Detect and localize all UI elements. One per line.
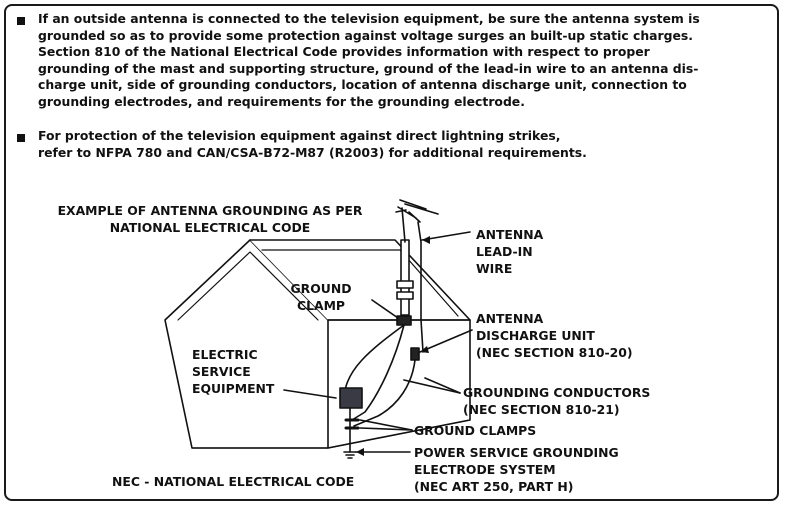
label-line: POWER SERVICE GROUNDING: [414, 445, 619, 460]
arrowhead-lead-in: [422, 236, 430, 244]
title-line: EXAMPLE OF ANTENNA GROUNDING AS PER: [57, 203, 363, 218]
label-line: ELECTRODE SYSTEM: [414, 462, 556, 477]
antenna-discharge-label: ANTENNA DISCHARGE UNIT (NEC SECTION 810-…: [476, 310, 633, 361]
mast-clamp-upper: [396, 280, 414, 289]
ground-symbol: [343, 451, 357, 459]
label-line: LEAD-IN: [476, 244, 533, 259]
house-front-wall: [164, 239, 329, 449]
ground-clamps-label: GROUND CLAMPS: [414, 423, 537, 438]
leader-ground-clamp: [371, 299, 399, 319]
paragraph-line: grounding of the mast and supporting str…: [38, 60, 699, 76]
grounding-notice-paragraph: If an outside antenna is connected to th…: [38, 11, 700, 111]
paragraph-line: If an outside antenna is connected to th…: [38, 11, 700, 26]
leader-conductors-2: [424, 377, 461, 394]
power-service-label: POWER SERVICE GROUNDING ELECTRODE SYSTEM…: [414, 444, 619, 495]
notice-frame: [4, 4, 779, 501]
grounding-conductor-1: [351, 324, 405, 421]
label-line: GROUND: [290, 281, 352, 296]
house-roof-inner-line: [261, 249, 459, 317]
label-line: WIRE: [476, 261, 513, 276]
grounding-conductors-label: GROUNDING CONDUCTORS (NEC SECTION 810-21…: [463, 384, 650, 418]
house-front-inner-line: [177, 251, 319, 321]
paragraph-line: Section 810 of the National Electrical C…: [38, 44, 650, 60]
label-line: ANTENNA: [476, 311, 544, 326]
electric-service-label: ELECTRIC SERVICE EQUIPMENT: [192, 346, 274, 397]
title-line: NATIONAL ELECTRICAL CODE: [109, 220, 311, 235]
paragraph-line: grounding electrodes, and requirements f…: [38, 93, 525, 109]
diagram-title: EXAMPLE OF ANTENNA GROUNDING AS PER NATI…: [40, 202, 380, 236]
lightning-notice-paragraph: For protection of the television equipme…: [38, 128, 587, 161]
leader-equipment: [283, 389, 337, 399]
antenna-lead-in-label: ANTENNA LEAD-IN WIRE: [476, 226, 543, 277]
label-line: (NEC SECTION 810-21): [463, 402, 620, 417]
ground-line: [191, 419, 471, 449]
nec-footer-label: NEC - NATIONAL ELECTRICAL CODE: [112, 474, 355, 489]
label-line: (NEC ART 250, PART H): [414, 479, 574, 494]
leader-discharge: [419, 329, 473, 353]
grounding-conductor-2: [353, 359, 416, 427]
lead-in-wire: [417, 221, 424, 353]
label-line: DISCHARGE UNIT: [476, 328, 595, 343]
label-line: ANTENNA: [476, 227, 544, 242]
label-line: ELECTRIC: [192, 347, 258, 362]
label-line: (NEC SECTION 810-20): [476, 345, 633, 360]
label-line: SERVICE: [192, 364, 251, 379]
label-line: GROUNDING CONDUCTORS: [463, 385, 651, 400]
paragraph-line: refer to NFPA 780 and CAN/CSA-B72-M87 (R…: [38, 144, 587, 160]
mast-clamp-lower: [396, 291, 414, 300]
bullet-marker-1: [17, 17, 25, 25]
service-cable: [343, 324, 405, 399]
antenna-mast: [400, 239, 410, 316]
bullet-marker-2: [17, 134, 25, 142]
leader-ground-clamps-2: [359, 427, 413, 431]
discharge-unit: [410, 347, 420, 361]
arrowhead-discharge: [420, 346, 429, 353]
paragraph-line: charge unit, side of grounding conductor…: [38, 77, 687, 93]
label-line: CLAMP: [297, 298, 345, 313]
electric-service-box: [339, 387, 363, 409]
antenna-elements: [395, 199, 439, 243]
label-line: EQUIPMENT: [192, 381, 275, 396]
paragraph-line: grounded so as to provide some protectio…: [38, 27, 693, 43]
ground-clamp-label: GROUND CLAMP: [276, 280, 366, 314]
paragraph-line: For protection of the television equipme…: [38, 128, 561, 143]
leader-ground-clamps-1: [359, 419, 413, 431]
ground-clamp-block: [396, 315, 412, 326]
leader-conductors-1: [403, 379, 461, 394]
arrowhead-power: [356, 448, 364, 456]
